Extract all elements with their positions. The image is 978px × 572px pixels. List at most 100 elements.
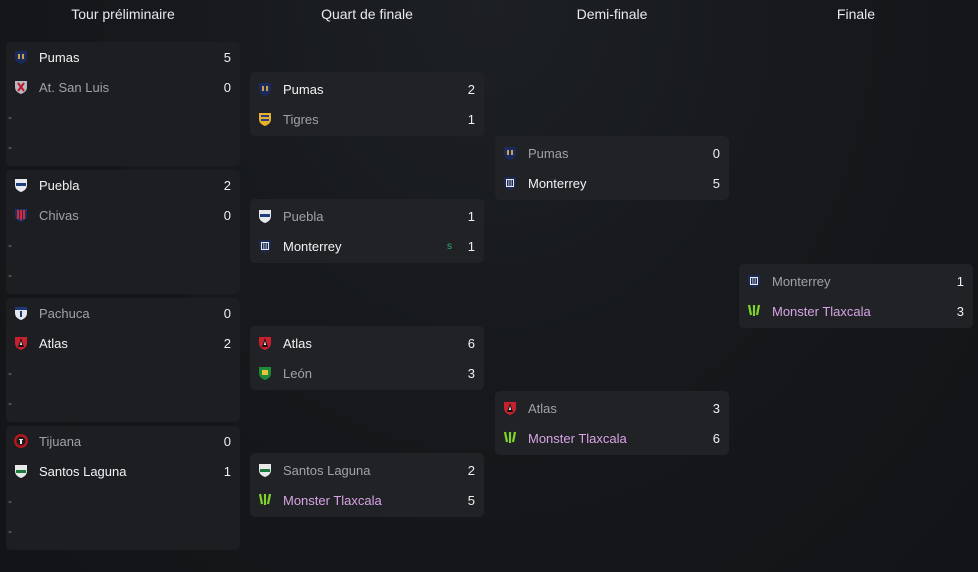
- team-score: 0: [712, 145, 720, 161]
- team-score: 1: [467, 238, 475, 254]
- match-card-semi-1[interactable]: Pumas 0 Monterrey 5: [495, 136, 729, 200]
- placeholder-slot: -: [8, 396, 12, 410]
- pumas-logo-icon: [12, 48, 30, 66]
- team-name: Pumas: [528, 145, 569, 161]
- column-title-semi: Demi-finale: [576, 6, 648, 22]
- team-score: 0: [223, 305, 231, 321]
- column-title-final: Finale: [836, 6, 876, 22]
- match-card-prelim-2[interactable]: Puebla 2 Chivas 0 - -: [6, 170, 240, 294]
- match-row-away[interactable]: At. San Luis 0: [6, 72, 240, 102]
- team-name: Tigres: [283, 111, 319, 127]
- match-row-away[interactable]: Chivas 0: [6, 200, 240, 230]
- match-row-home[interactable]: Santos Laguna 2: [250, 455, 484, 485]
- shootout-indicator: s: [447, 240, 452, 252]
- match-row-away[interactable]: Atlas 2: [6, 328, 240, 358]
- team-name: Monster Tlaxcala: [528, 430, 627, 446]
- match-card-quarter-1[interactable]: Pumas 2 Tigres 1: [250, 72, 484, 136]
- placeholder-slot: -: [8, 366, 12, 380]
- team-score: 6: [467, 335, 475, 351]
- team-score: 0: [223, 207, 231, 223]
- monterrey-logo-icon: [256, 237, 274, 255]
- team-score: 2: [467, 81, 475, 97]
- match-card-quarter-2[interactable]: Puebla 1 Monterrey s 1: [250, 199, 484, 263]
- team-name: Monterrey: [283, 238, 342, 254]
- placeholder-slot: -: [8, 238, 12, 252]
- team-name: Monster Tlaxcala: [283, 492, 382, 508]
- team-name: Atlas: [39, 335, 68, 351]
- match-card-final[interactable]: Monterrey 1 Monster Tlaxcala 3: [739, 264, 973, 328]
- atlas-logo-icon: [501, 399, 519, 417]
- match-row-away[interactable]: Monterrey 5: [495, 168, 729, 198]
- tijuana-logo-icon: [12, 432, 30, 450]
- team-score: 2: [467, 462, 475, 478]
- team-name: Puebla: [283, 208, 324, 224]
- tigres-logo-icon: [256, 110, 274, 128]
- match-row-home[interactable]: Puebla 1: [250, 201, 484, 231]
- match-card-semi-2[interactable]: Atlas 3 Monster Tlaxcala 6: [495, 391, 729, 455]
- match-row-home[interactable]: Pumas 5: [6, 42, 240, 72]
- team-name: Santos Laguna: [283, 462, 371, 478]
- team-score: 1: [467, 111, 475, 127]
- team-name: At. San Luis: [39, 79, 110, 95]
- match-card-prelim-3[interactable]: Pachuca 0 Atlas 2 - -: [6, 298, 240, 422]
- match-row-away[interactable]: Monster Tlaxcala 6: [495, 423, 729, 453]
- team-score: 1: [467, 208, 475, 224]
- san-luis-logo-icon: [12, 78, 30, 96]
- team-score: 5: [223, 49, 231, 65]
- match-row-away[interactable]: Monster Tlaxcala 3: [739, 296, 973, 326]
- santos-logo-icon: [12, 462, 30, 480]
- match-row-away[interactable]: Monster Tlaxcala 5: [250, 485, 484, 515]
- match-row-away[interactable]: Monterrey s 1: [250, 231, 484, 261]
- placeholder-slot: -: [8, 110, 12, 124]
- pumas-logo-icon: [256, 80, 274, 98]
- team-score: 1: [956, 273, 964, 289]
- match-row-home[interactable]: Atlas 3: [495, 393, 729, 423]
- match-card-quarter-4[interactable]: Santos Laguna 2 Monster Tlaxcala 5: [250, 453, 484, 517]
- team-name: Monterrey: [528, 175, 587, 191]
- team-score: 3: [712, 400, 720, 416]
- atlas-logo-icon: [256, 334, 274, 352]
- match-row-away[interactable]: Santos Laguna 1: [6, 456, 240, 486]
- match-row-away[interactable]: Tigres 1: [250, 104, 484, 134]
- placeholder-slot: -: [8, 494, 12, 508]
- santos-logo-icon: [256, 461, 274, 479]
- atlas-logo-icon: [12, 334, 30, 352]
- team-name: Chivas: [39, 207, 79, 223]
- team-score: 3: [956, 303, 964, 319]
- team-name: Pumas: [39, 49, 80, 65]
- match-row-home[interactable]: Atlas 6: [250, 328, 484, 358]
- team-name: Tijuana: [39, 433, 82, 449]
- team-score: 3: [467, 365, 475, 381]
- team-score: 6: [712, 430, 720, 446]
- match-row-home[interactable]: Pumas 2: [250, 74, 484, 104]
- team-name: Pachuca: [39, 305, 90, 321]
- leon-logo-icon: [256, 364, 274, 382]
- match-row-home[interactable]: Monterrey 1: [739, 266, 973, 296]
- match-row-home[interactable]: Tijuana 0: [6, 426, 240, 456]
- team-score: 2: [223, 177, 231, 193]
- match-card-prelim-4[interactable]: Tijuana 0 Santos Laguna 1 - -: [6, 426, 240, 550]
- team-name: León: [283, 365, 312, 381]
- team-score: 5: [712, 175, 720, 191]
- team-score: 1: [223, 463, 231, 479]
- team-name: Monterrey: [772, 273, 831, 289]
- team-name: Pumas: [283, 81, 324, 97]
- pachuca-logo-icon: [12, 304, 30, 322]
- chivas-logo-icon: [12, 206, 30, 224]
- match-card-prelim-1[interactable]: Pumas 5 At. San Luis 0 - -: [6, 42, 240, 166]
- match-row-home[interactable]: Pumas 0: [495, 138, 729, 168]
- match-card-quarter-3[interactable]: Atlas 6 León 3: [250, 326, 484, 390]
- monster-tlaxcala-logo-icon: [745, 302, 763, 320]
- team-score: 0: [223, 433, 231, 449]
- match-row-home[interactable]: Pachuca 0: [6, 298, 240, 328]
- puebla-logo-icon: [12, 176, 30, 194]
- team-name: Monster Tlaxcala: [772, 303, 871, 319]
- column-title-preliminary: Tour préliminaire: [71, 6, 175, 22]
- team-score: 2: [223, 335, 231, 351]
- pumas-logo-icon: [501, 144, 519, 162]
- monster-tlaxcala-logo-icon: [256, 491, 274, 509]
- team-score: 0: [223, 79, 231, 95]
- monterrey-logo-icon: [501, 174, 519, 192]
- match-row-home[interactable]: Puebla 2: [6, 170, 240, 200]
- match-row-away[interactable]: León 3: [250, 358, 484, 388]
